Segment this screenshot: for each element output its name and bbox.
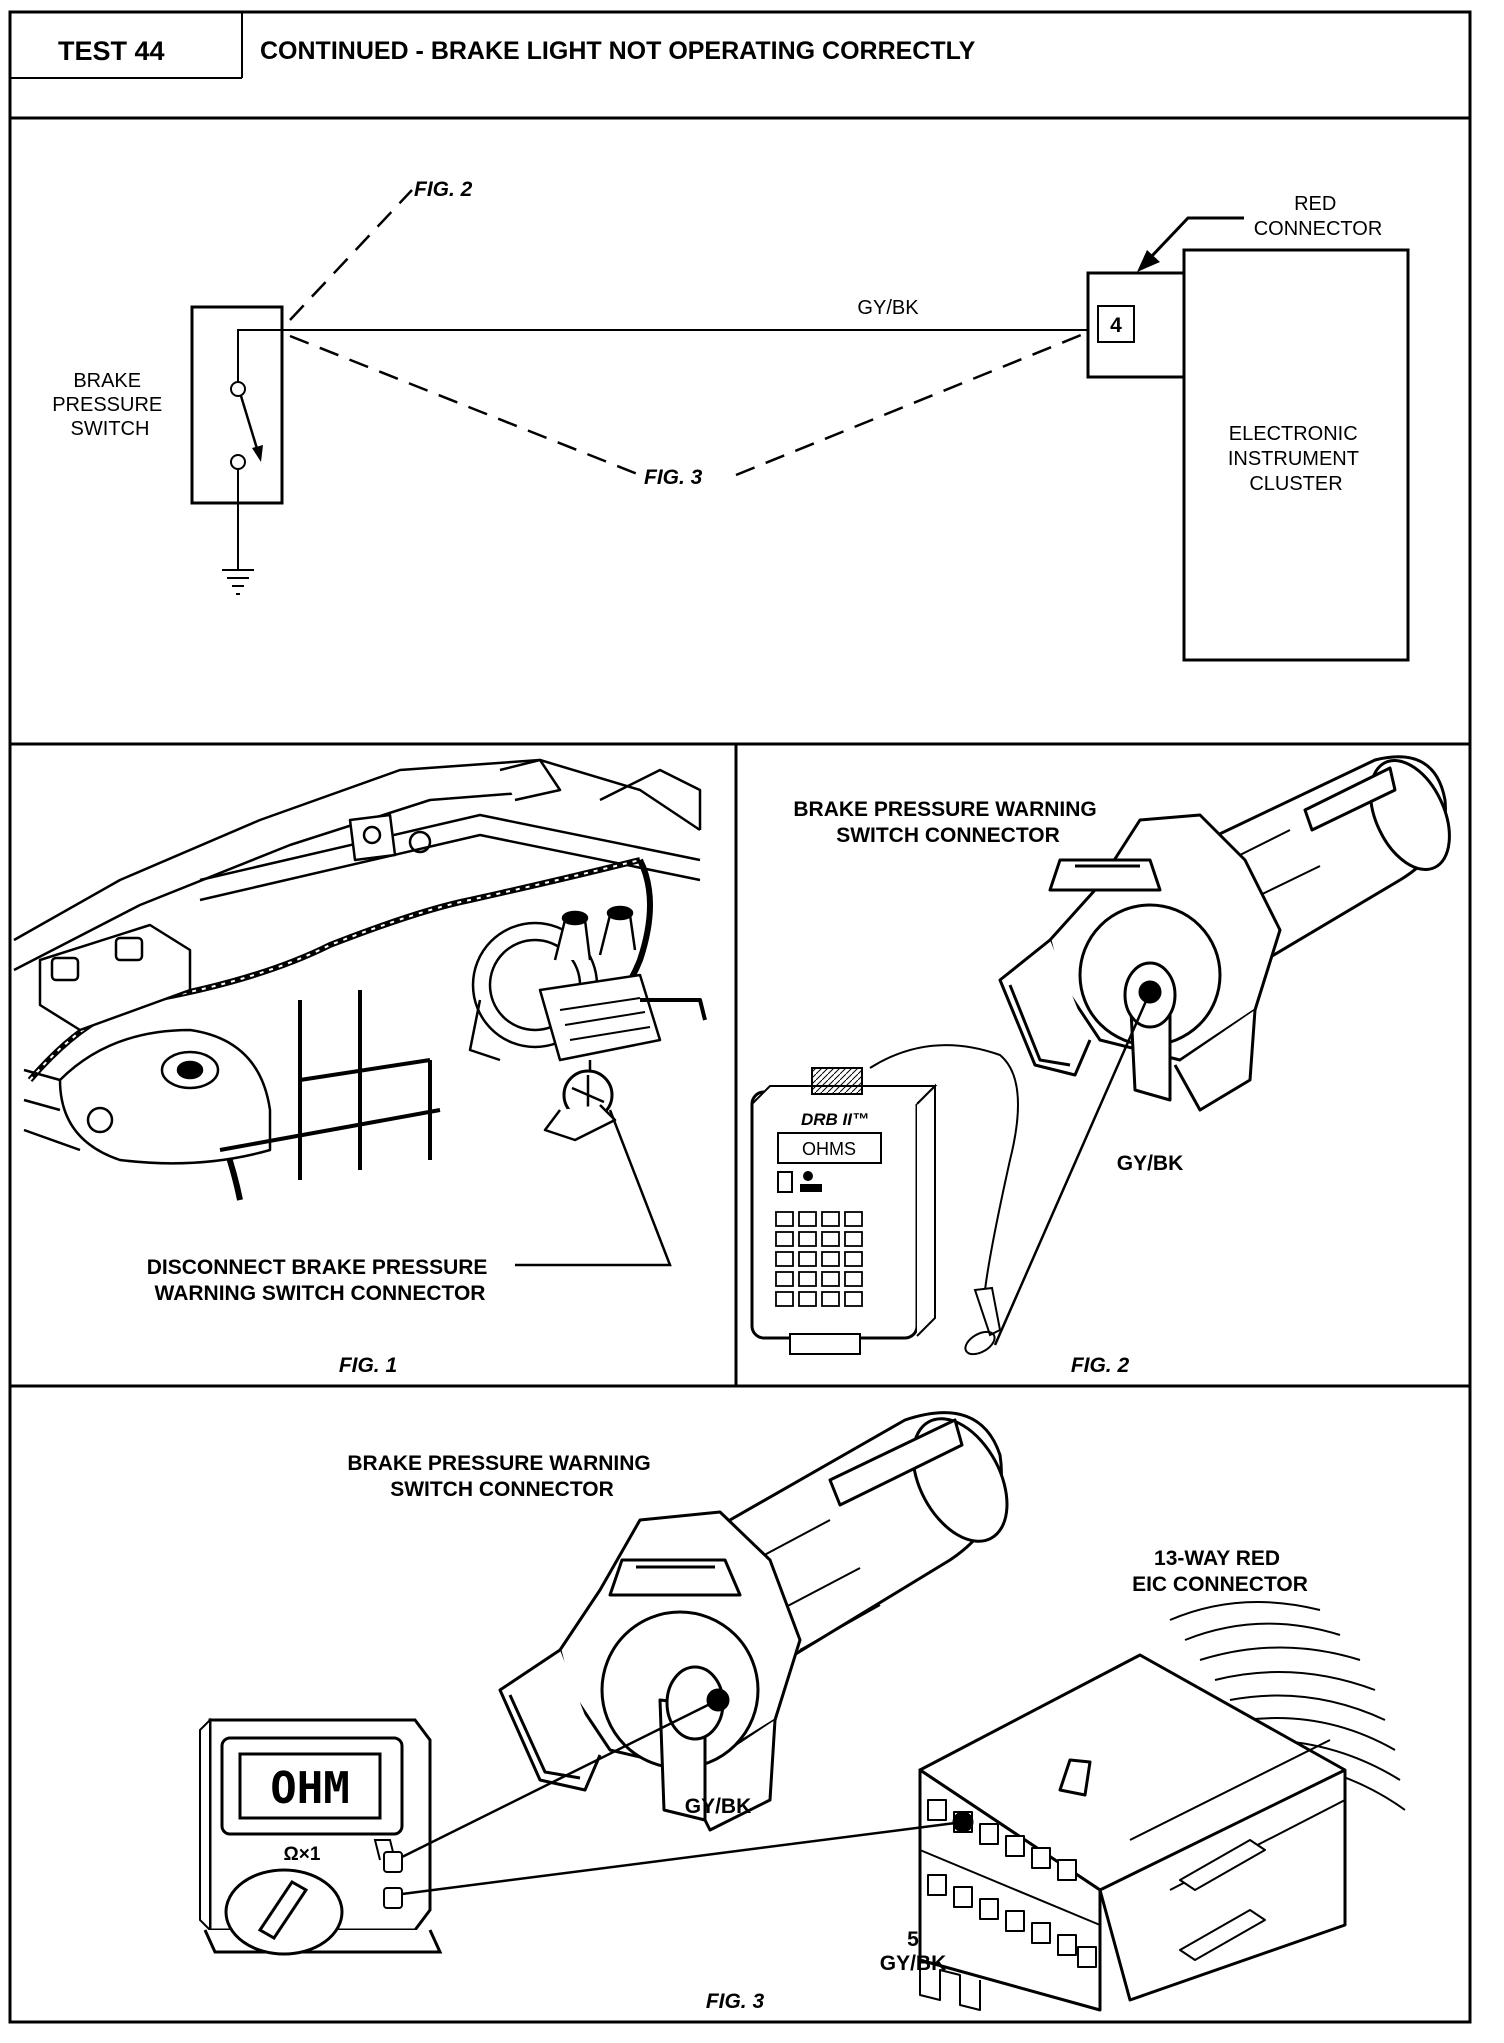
fig3-caption: FIG. 3	[706, 1990, 765, 2013]
page-title: CONTINUED - BRAKE LIGHT NOT OPERATING CO…	[260, 37, 976, 65]
eic-connector-label: 13-WAY RED EIC CONNECTOR	[1132, 1547, 1308, 1596]
test-number: TEST 44	[58, 36, 165, 66]
meter-display-text: OHM	[270, 1763, 349, 1814]
fig3-title: BRAKE PRESSURE WARNING SWITCH CONNECTOR	[347, 1452, 656, 1501]
lead-switch-to-meter	[401, 1698, 719, 1859]
fig2-wire-label: GY/BK	[1117, 1152, 1184, 1175]
fig3-callout: FIG. 3	[644, 466, 703, 489]
fig1-caption: FIG. 1	[339, 1354, 397, 1377]
probe-to-terminal-line	[993, 991, 1152, 1346]
meter-range-label: Ω×1	[284, 1844, 321, 1865]
eic-pin-wire-label: GY/BK	[880, 1952, 947, 1975]
red-connector-symbol: 4	[1086, 271, 1186, 379]
tester-lead-wire	[869, 1044, 1019, 1291]
meter-jack-bottom	[383, 1887, 403, 1909]
tester-display-text: OHMS	[802, 1139, 856, 1159]
meter-jack-top	[383, 1851, 403, 1873]
instrument-cluster-label: ELECTRONIC INSTRUMENT CLUSTER	[1228, 423, 1364, 495]
probe-clip	[964, 1330, 996, 1356]
fig2-switch-connector-illustration	[998, 755, 1451, 1112]
red-connector-label: RED CONNECTOR	[1254, 193, 1383, 240]
fig2-caption: FIG. 2	[1071, 1354, 1130, 1377]
eic-pin-number: 5	[907, 1928, 919, 1951]
fig1-callout: DISCONNECT BRAKE PRESSURE WARNING SWITCH…	[147, 1256, 494, 1305]
red-connector-arrow	[1148, 216, 1244, 260]
fig-callout-lines	[289, 189, 1087, 477]
tester-display	[777, 1132, 882, 1164]
tester-probe	[973, 1286, 1002, 1337]
lead-meter-to-pin5	[401, 1820, 964, 1896]
fig3-switch-connector-illustration	[498, 1411, 1009, 1832]
gy-bk-wire-label: GY/BK	[857, 297, 919, 319]
wiring-schematic: BRAKE PRESSURE SWITCH GY/BK FIG. 2 FIG. …	[52, 178, 1410, 662]
tester-keypad	[775, 1211, 863, 1307]
brake-pressure-switch-label: BRAKE PRESSURE SWITCH	[52, 370, 168, 440]
drb-ii-brand: DRB II™	[801, 1110, 869, 1129]
connector-pin-4: 4	[1110, 314, 1122, 337]
ohmmeter: OHM Ω×1	[199, 1717, 443, 1956]
header-bar: TEST 44 CONTINUED - BRAKE LIGHT NOT OPER…	[10, 12, 976, 79]
ground-symbol	[222, 569, 254, 595]
fig3-switch-wire-label: GY/BK	[685, 1795, 752, 1818]
drb-ii-tester: DRB II™ OHMS	[750, 1067, 938, 1355]
fig1-engine-bay-illustration	[13, 758, 707, 1201]
instrument-cluster-box	[1182, 248, 1410, 662]
eic-connector-illustration	[918, 1601, 1406, 2012]
brake-pressure-switch-symbol	[190, 305, 284, 570]
page-frame	[8, 10, 1472, 2024]
fig1-leader-line	[515, 1109, 672, 1267]
fig2-title: BRAKE PRESSURE WARNING SWITCH CONNECTOR	[793, 798, 1102, 847]
fig2-callout: FIG. 2	[414, 178, 473, 201]
meter-display	[238, 1752, 382, 1820]
